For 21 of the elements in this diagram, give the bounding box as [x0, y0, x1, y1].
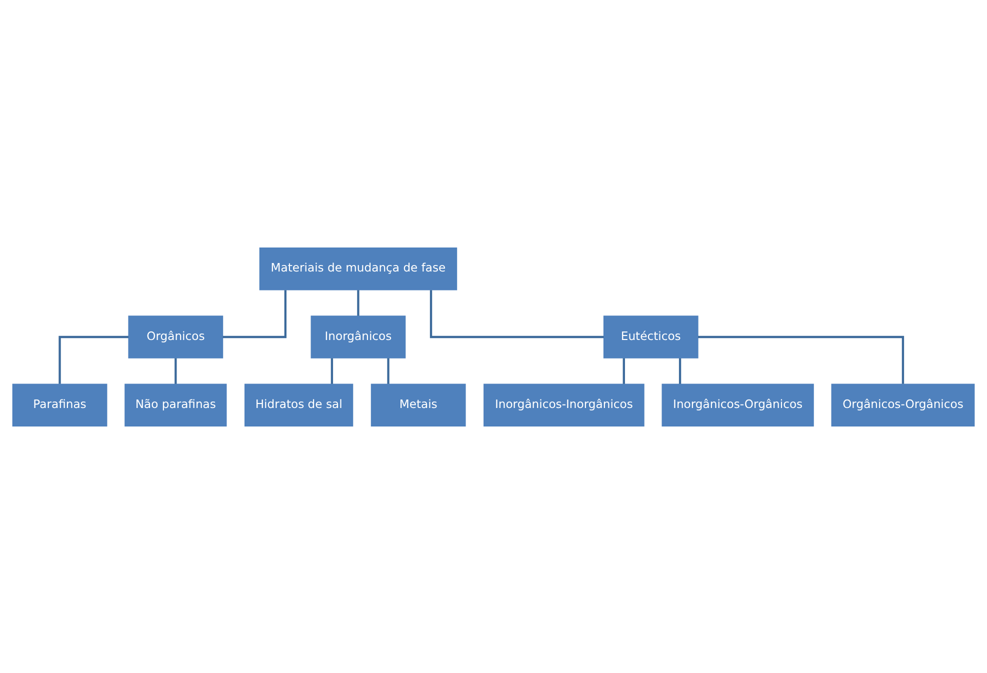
connector [678, 358, 682, 384]
node-box: Orgânicos [128, 315, 224, 358]
node-box: Metais [370, 383, 466, 426]
connector [330, 358, 334, 384]
node-box: Inorgânicos [310, 315, 406, 358]
node-box: Não parafinas [124, 383, 227, 426]
node-box: Inorgânicos-Inorgânicos [484, 383, 644, 426]
node-box: Parafinas [12, 383, 108, 426]
node-box: Orgânicos-Orgânicos [831, 383, 975, 426]
node-box: Hidratos de sal [244, 383, 354, 426]
node-box: Eutécticos [603, 315, 698, 358]
connector [622, 358, 625, 384]
connector [222, 290, 286, 338]
node-box: Materiais de mudança de fase [259, 247, 458, 290]
connector [698, 335, 904, 384]
connector [387, 358, 390, 384]
connector [357, 290, 360, 316]
connector [430, 290, 604, 338]
node-box: Inorgânicos-Orgânicos [662, 383, 814, 426]
connector [58, 335, 129, 384]
connector [174, 358, 177, 384]
